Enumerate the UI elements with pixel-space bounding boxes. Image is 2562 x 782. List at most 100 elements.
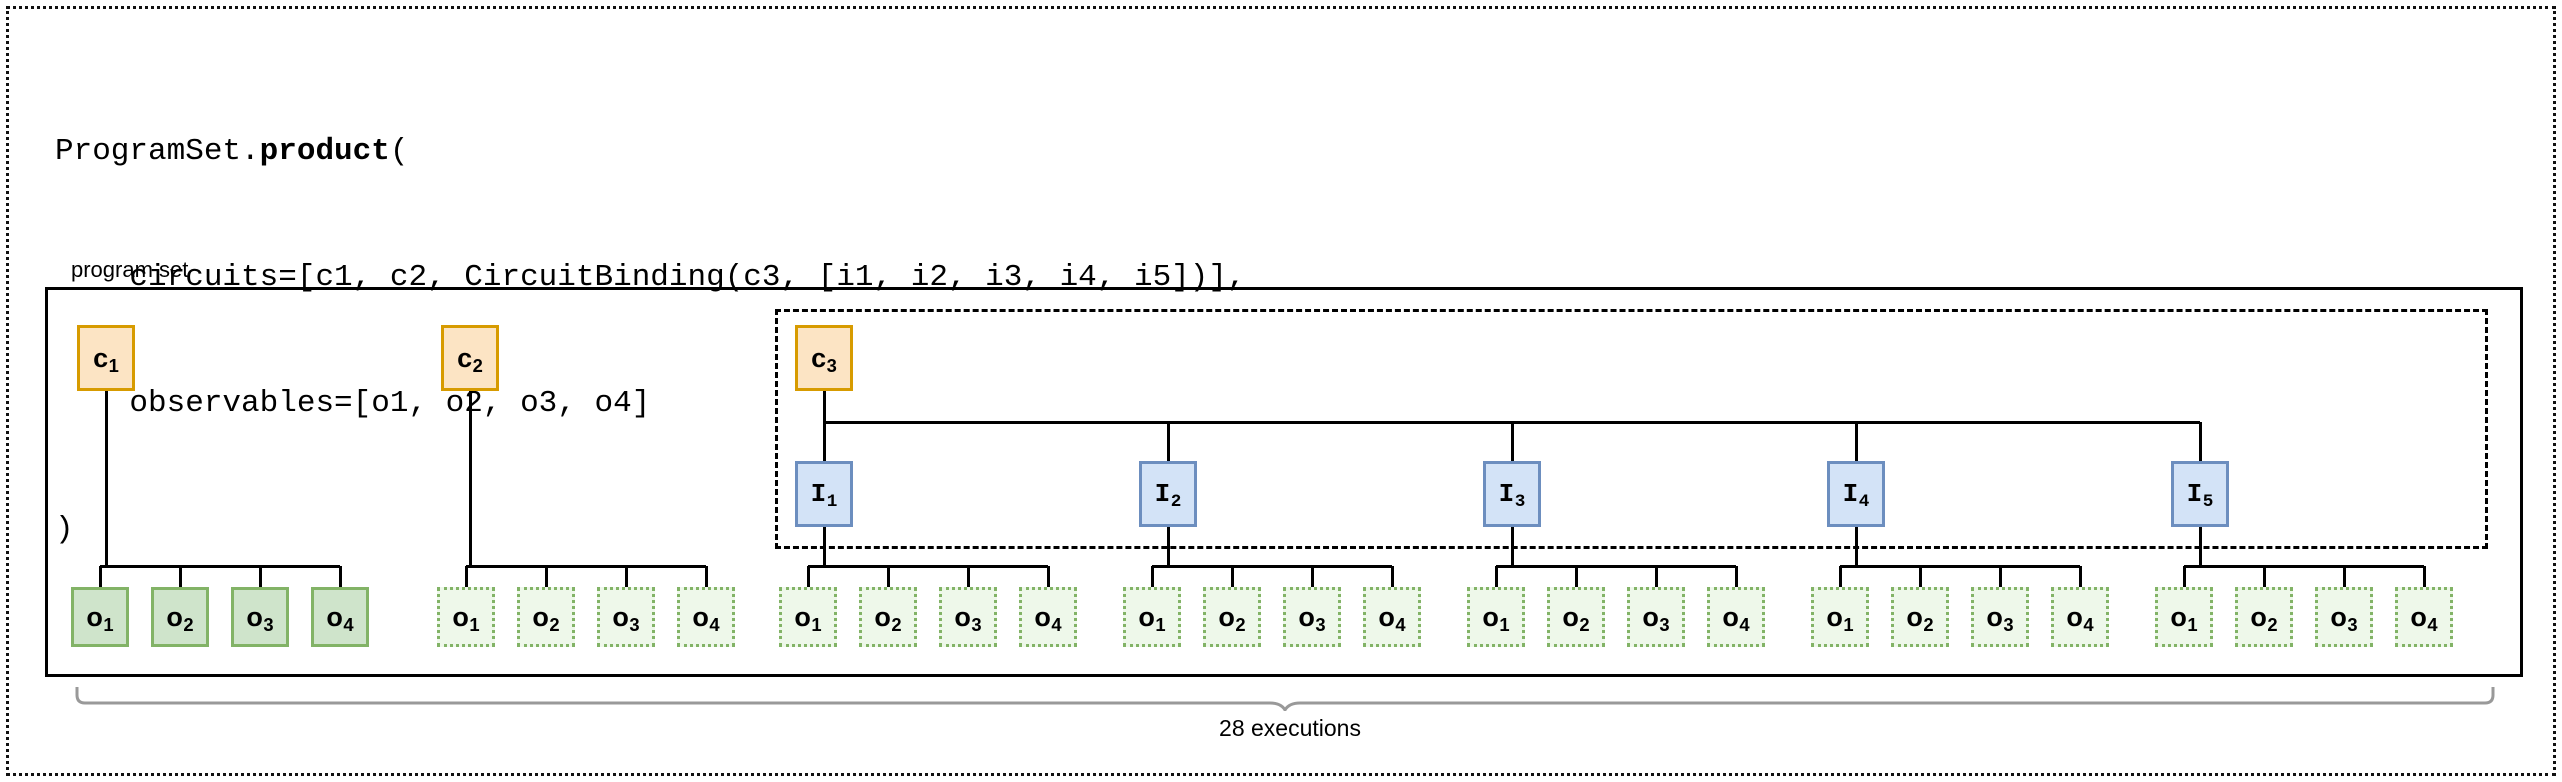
observable-node-g5-o2[interactable]: o2: [1547, 587, 1605, 647]
observable-node-g2-o4-label: o4: [692, 601, 720, 635]
observable-node-g3-o2[interactable]: o2: [859, 587, 917, 647]
connector-circuit-1-drop: [105, 391, 108, 566]
observable-node-g2-o1[interactable]: o1: [437, 587, 495, 647]
connector-observable-g4-o4: [1391, 566, 1394, 587]
circuit-node-c3-label: c3: [811, 342, 837, 376]
observable-node-g7-o1[interactable]: o1: [2155, 587, 2213, 647]
observable-node-g2-o3-label: o3: [612, 601, 640, 635]
observable-node-g3-o4[interactable]: o4: [1019, 587, 1077, 647]
observable-node-g3-o4-label: o4: [1034, 601, 1062, 635]
observable-node-g5-o4[interactable]: o4: [1707, 587, 1765, 647]
binding-node-i4[interactable]: I4: [1827, 461, 1885, 527]
connector-binding-3-drop: [1511, 422, 1514, 461]
connector-observable-g3-o3: [967, 566, 970, 587]
connector-observable-g1-o4: [339, 566, 342, 587]
connector-binding-4-to-observables: [1855, 527, 1858, 566]
observable-node-g7-o4-label: o4: [2410, 601, 2438, 635]
binding-node-i2[interactable]: I2: [1139, 461, 1197, 527]
connector-observable-g2-o3: [625, 566, 628, 587]
connector-observable-bus-g4: [1152, 565, 1392, 568]
observable-node-g7-o2[interactable]: o2: [2235, 587, 2293, 647]
connector-observable-g1-o3: [259, 566, 262, 587]
observable-node-g5-o4-label: o4: [1722, 601, 1750, 635]
binding-node-i1-label: I1: [810, 479, 838, 512]
figure-frame: ProgramSet.product( circuits=[c1, c2, Ci…: [6, 6, 2556, 776]
connector-c3-drop: [823, 391, 826, 461]
code-line-1-pre: ProgramSet.: [55, 134, 260, 169]
binding-node-i3-label: I3: [1498, 479, 1526, 512]
observable-node-g4-o1[interactable]: o1: [1123, 587, 1181, 647]
observable-node-g7-o1-label: o1: [2170, 601, 2198, 635]
binding-node-i3[interactable]: I3: [1483, 461, 1541, 527]
observable-node-g6-o4[interactable]: o4: [2051, 587, 2109, 647]
observable-node-g5-o3[interactable]: o3: [1627, 587, 1685, 647]
connector-observable-g6-o1: [1839, 566, 1842, 587]
connector-observable-g4-o2: [1231, 566, 1234, 587]
observable-node-g1-o3[interactable]: o3: [231, 587, 289, 647]
binding-node-i1[interactable]: I1: [795, 461, 853, 527]
connector-observable-g4-o3: [1311, 566, 1314, 587]
observable-node-g3-o2-label: o2: [874, 601, 902, 635]
connector-binding-5-drop: [2199, 422, 2202, 461]
observable-node-g1-o4[interactable]: o4: [311, 587, 369, 647]
connector-observable-g2-o2: [545, 566, 548, 587]
executions-caption-text: 28 executions: [1219, 715, 1361, 741]
observable-node-g5-o3-label: o3: [1642, 601, 1670, 635]
observable-node-g2-o3[interactable]: o3: [597, 587, 655, 647]
observable-node-g6-o1-label: o1: [1826, 601, 1854, 635]
observable-node-g1-o2[interactable]: o2: [151, 587, 209, 647]
observable-node-g7-o3-label: o3: [2330, 601, 2358, 635]
observable-node-g2-o4[interactable]: o4: [677, 587, 735, 647]
observable-node-g4-o4-label: o4: [1378, 601, 1406, 635]
observable-node-g1-o1[interactable]: o1: [71, 587, 129, 647]
binding-node-i5-label: I5: [2186, 479, 2214, 512]
circuit-node-c1-label: c1: [93, 342, 119, 376]
circuit-node-c2[interactable]: c2: [441, 325, 499, 391]
connector-observable-g7-o3: [2343, 566, 2346, 587]
observable-node-g6-o2[interactable]: o2: [1891, 587, 1949, 647]
observable-node-g2-o1-label: o1: [452, 601, 480, 635]
observable-node-g4-o4[interactable]: o4: [1363, 587, 1421, 647]
connector-observable-bus-g5: [1496, 565, 1736, 568]
observable-node-g3-o3[interactable]: o3: [939, 587, 997, 647]
observable-node-g6-o3[interactable]: o3: [1971, 587, 2029, 647]
connector-binding-3-to-observables: [1511, 527, 1514, 566]
connector-observable-g3-o2: [887, 566, 890, 587]
connector-observable-g2-o4: [705, 566, 708, 587]
circuit-node-c3[interactable]: c3: [795, 325, 853, 391]
observable-node-g7-o4[interactable]: o4: [2395, 587, 2453, 647]
code-line-4: ): [55, 512, 74, 547]
connector-observable-g3-o4: [1047, 566, 1050, 587]
connector-observable-bus-g2: [466, 565, 706, 568]
connector-observable-bus-g7: [2184, 565, 2424, 568]
code-line-3: observables=[o1, o2, o3, o4]: [55, 386, 651, 421]
connector-binding-5-to-observables: [2199, 527, 2202, 566]
connector-circuit-2-drop: [469, 391, 472, 566]
observable-node-g5-o2-label: o2: [1562, 601, 1590, 635]
binding-node-i4-label: I4: [1842, 479, 1870, 512]
connector-binding-4-drop: [1855, 422, 1858, 461]
observable-node-g5-o1[interactable]: o1: [1467, 587, 1525, 647]
observable-node-g6-o3-label: o3: [1986, 601, 2014, 635]
connector-observable-g7-o4: [2423, 566, 2426, 587]
circuit-node-c1[interactable]: c1: [77, 325, 135, 391]
program-set-label: program set: [71, 257, 189, 282]
observable-node-g3-o3-label: o3: [954, 601, 982, 635]
observable-node-g6-o1[interactable]: o1: [1811, 587, 1869, 647]
executions-brace: [75, 687, 2495, 711]
observable-node-g7-o2-label: o2: [2250, 601, 2278, 635]
observable-node-g4-o3[interactable]: o3: [1283, 587, 1341, 647]
observable-node-g3-o1-label: o1: [794, 601, 822, 635]
observable-node-g1-o1-label: o1: [86, 601, 114, 635]
observable-node-g7-o3[interactable]: o3: [2315, 587, 2373, 647]
observable-node-g3-o1[interactable]: o1: [779, 587, 837, 647]
circuit-node-c2-label: c2: [457, 342, 483, 376]
connector-binding-2-drop: [1167, 422, 1170, 461]
connector-observable-g5-o1: [1495, 566, 1498, 587]
observable-node-g1-o3-label: o3: [246, 601, 274, 635]
binding-node-i2-label: I2: [1154, 479, 1182, 512]
observable-node-g2-o2[interactable]: o2: [517, 587, 575, 647]
executions-caption: 28 executions: [9, 715, 2562, 742]
binding-node-i5[interactable]: I5: [2171, 461, 2229, 527]
observable-node-g4-o2[interactable]: o2: [1203, 587, 1261, 647]
